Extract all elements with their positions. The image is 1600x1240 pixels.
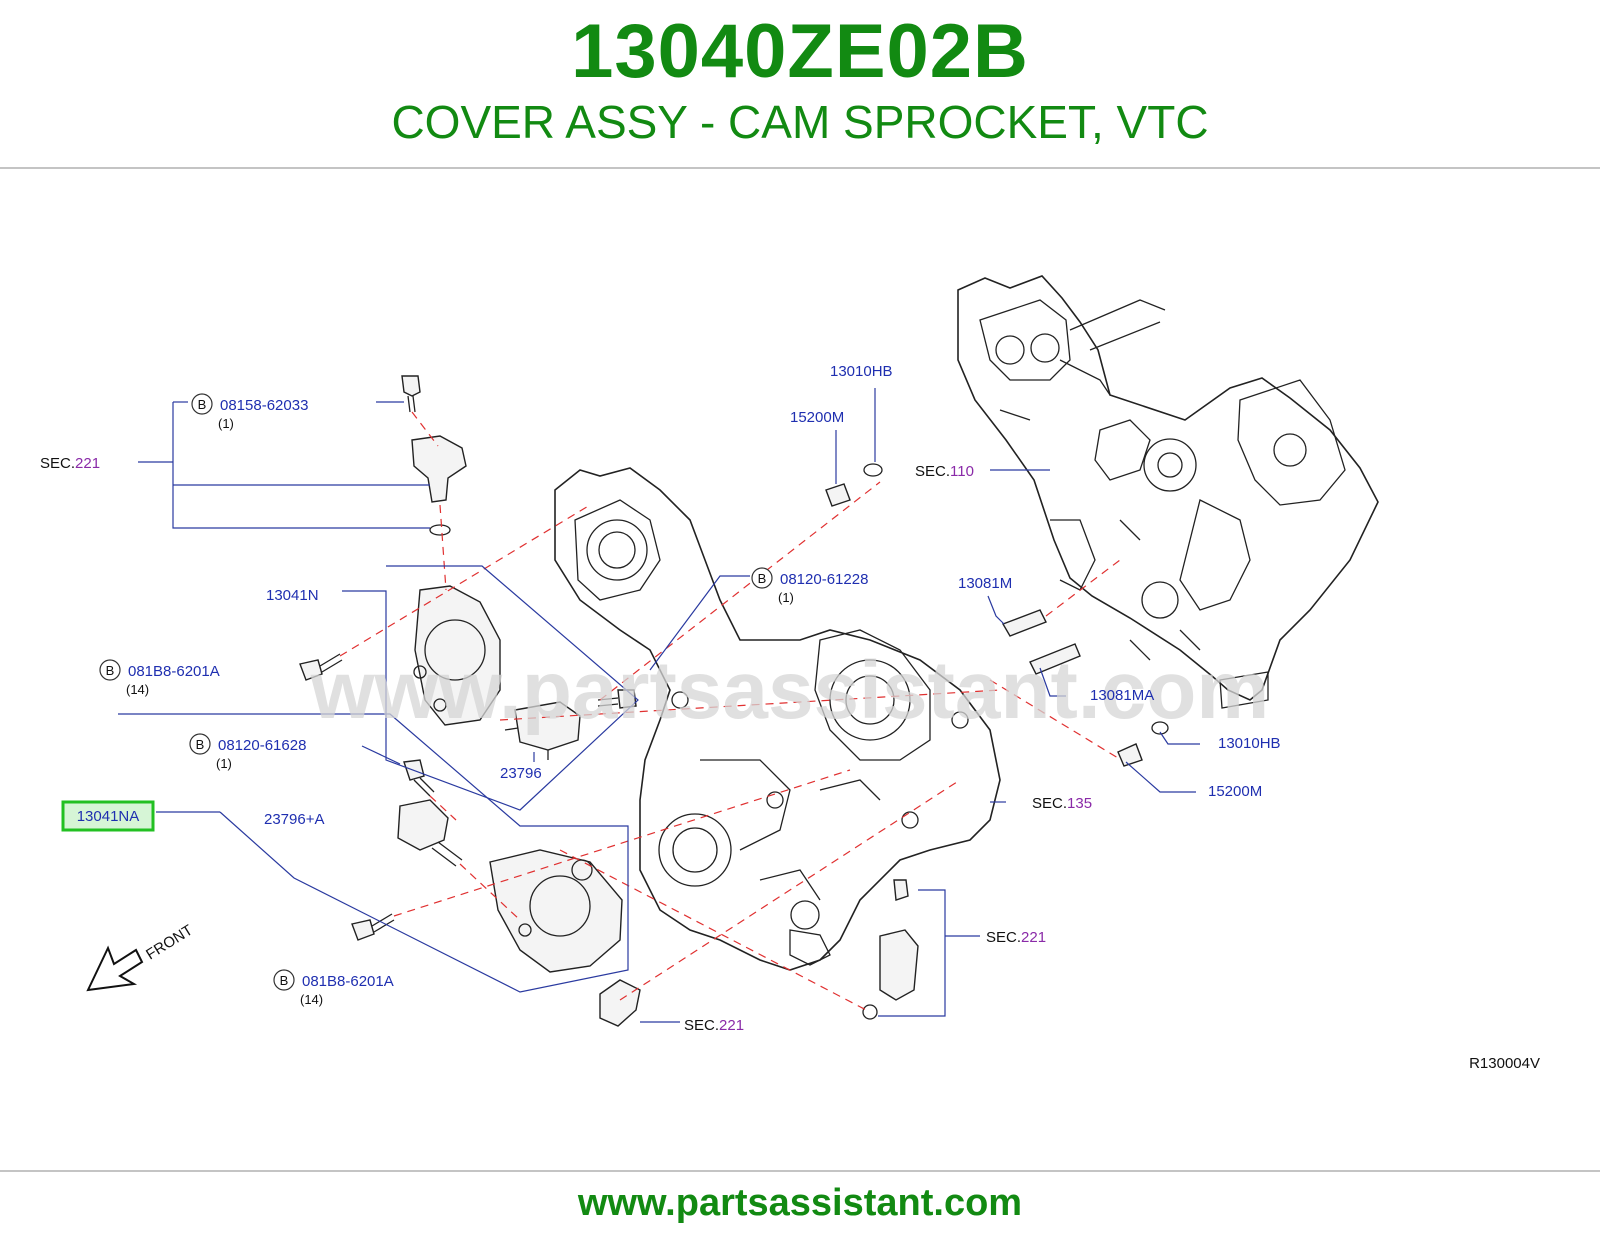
qty-08120-61628: (1) [216, 756, 232, 771]
part-label-13081ma[interactable]: 13081MA [1090, 687, 1154, 704]
part-label-13010hb-bottom[interactable]: 13010HB [1218, 735, 1281, 752]
part-label-13010hb-top[interactable]: 13010HB [830, 363, 893, 380]
qty-08158-62033: (1) [218, 416, 234, 431]
qty-081b8-6201a-upper: (14) [126, 682, 149, 697]
front-label: FRONT [143, 922, 196, 964]
qty-08120-61228: (1) [778, 590, 794, 605]
bolt-marker: B [106, 663, 115, 678]
part-label-13041n[interactable]: 13041N [266, 587, 319, 604]
sec-prefix: SEC. [915, 463, 950, 480]
sec-prefix: SEC. [40, 455, 75, 472]
part-description: COVER ASSY - CAM SPROCKET, VTC [391, 96, 1209, 148]
callout-bolt-08120-61628[interactable]: B 08120-61628 (1) [189, 733, 306, 771]
sec-label-right-mid[interactable]: SEC.135 [1032, 795, 1092, 812]
footer-site-link[interactable]: www.partsassistant.com [577, 1182, 1023, 1224]
sec-label-sensor-right[interactable]: SEC.221 [986, 929, 1046, 946]
svg-text:SEC.221: SEC.221 [40, 455, 100, 472]
front-arrow-icon: FRONT [86, 922, 196, 992]
callout-bolt-08120-61228[interactable]: B 08120-61228 (1) [751, 567, 868, 605]
front-cover-drawing [554, 467, 1001, 971]
engine-block-drawing [957, 275, 1379, 709]
small-parts-drawing [299, 375, 1169, 1027]
sec-prefix: SEC. [986, 929, 1021, 946]
watermark-text: www.partsassistant.com [310, 645, 1270, 736]
bolt-marker: B [198, 397, 207, 412]
qty-081b8-6201a-lower: (14) [300, 992, 323, 1007]
svg-text:SEC.135: SEC.135 [1032, 795, 1092, 812]
header-divider [0, 167, 1600, 169]
part-label-15200m-top[interactable]: 15200M [790, 409, 844, 426]
part-number-title: 13040ZE02B [571, 9, 1029, 94]
part-label-08120-61628: 08120-61628 [218, 737, 306, 754]
footer-divider [0, 1170, 1600, 1172]
bolt-marker: B [280, 973, 289, 988]
part-label-23796a[interactable]: 23796+A [264, 811, 324, 828]
sec-label-sensor-bottom[interactable]: SEC.221 [684, 1017, 744, 1034]
sec-number: 110 [950, 463, 974, 480]
page-header: 13040ZE02B COVER ASSY - CAM SPROCKET, VT… [0, 0, 1600, 168]
part-label-08158-62033: 08158-62033 [220, 397, 308, 414]
leader-lines [118, 388, 1200, 1023]
part-label-23796[interactable]: 23796 [500, 765, 542, 782]
sec-number: 221 [719, 1017, 744, 1034]
bolt-marker: B [758, 571, 767, 586]
sec-prefix: SEC. [1032, 795, 1067, 812]
part-label-081b8-6201a-lower: 081B8-6201A [302, 973, 394, 990]
diagram-code: R130004V [1469, 1055, 1540, 1072]
sec-prefix: SEC. [684, 1017, 719, 1034]
bolt-marker: B [196, 737, 205, 752]
svg-text:SEC.221: SEC.221 [684, 1017, 744, 1034]
callout-bolt-081b8-lower[interactable]: B 081B8-6201A (14) [273, 969, 394, 1007]
callout-bolt-08158[interactable]: B 08158-62033 (1) [191, 393, 308, 431]
part-label-081b8-6201a-upper: 081B8-6201A [128, 663, 220, 680]
sec-label-right-top[interactable]: SEC.110 [915, 463, 974, 480]
sec-label-left[interactable]: SEC.221 [40, 455, 100, 472]
svg-text:SEC.110: SEC.110 [915, 463, 974, 480]
sec-number: 135 [1067, 795, 1092, 812]
part-label-13081m[interactable]: 13081M [958, 575, 1012, 592]
sec-number: 221 [1021, 929, 1046, 946]
sec-number: 221 [75, 455, 100, 472]
part-label-13041na: 13041NA [77, 808, 140, 825]
svg-text:SEC.221: SEC.221 [986, 929, 1046, 946]
callout-bolt-081b8-upper[interactable]: B 081B8-6201A (14) [99, 659, 220, 697]
highlighted-part-13041na[interactable]: 13041NA [61, 800, 155, 832]
part-label-08120-61228: 08120-61228 [780, 571, 868, 588]
alignment-lines [339, 411, 1121, 1013]
part-label-15200m-bottom[interactable]: 15200M [1208, 783, 1262, 800]
